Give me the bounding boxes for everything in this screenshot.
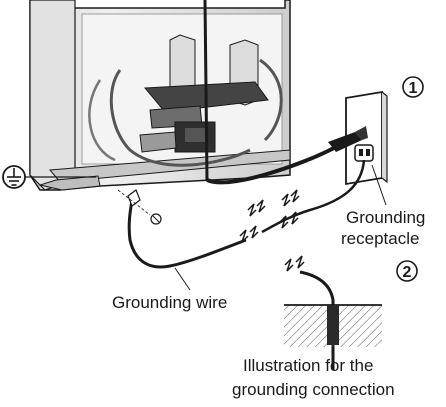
- earth-ground-block: [284, 305, 382, 347]
- step-1-label: 1: [409, 80, 418, 97]
- grounding-wire-lower: [129, 200, 246, 267]
- step-2-label: 2: [403, 264, 412, 281]
- step-1-badge: 1: [403, 77, 423, 97]
- grounding-wire-label: Grounding wire: [112, 293, 227, 312]
- grounding-receptacle-label-line2: receptacle: [341, 229, 419, 248]
- illustration-label-line2: grounding connection: [232, 380, 395, 399]
- grounding-receptacle-label-line1: Grounding: [346, 208, 425, 227]
- step-2-badge: 2: [397, 261, 417, 281]
- wire-leader-line: [175, 268, 190, 290]
- power-cord-top: [205, 0, 207, 180]
- illustration-label-line1: Illustration for the: [243, 356, 373, 375]
- wire-break-icon: [240, 190, 304, 271]
- screw-icon: [118, 190, 161, 224]
